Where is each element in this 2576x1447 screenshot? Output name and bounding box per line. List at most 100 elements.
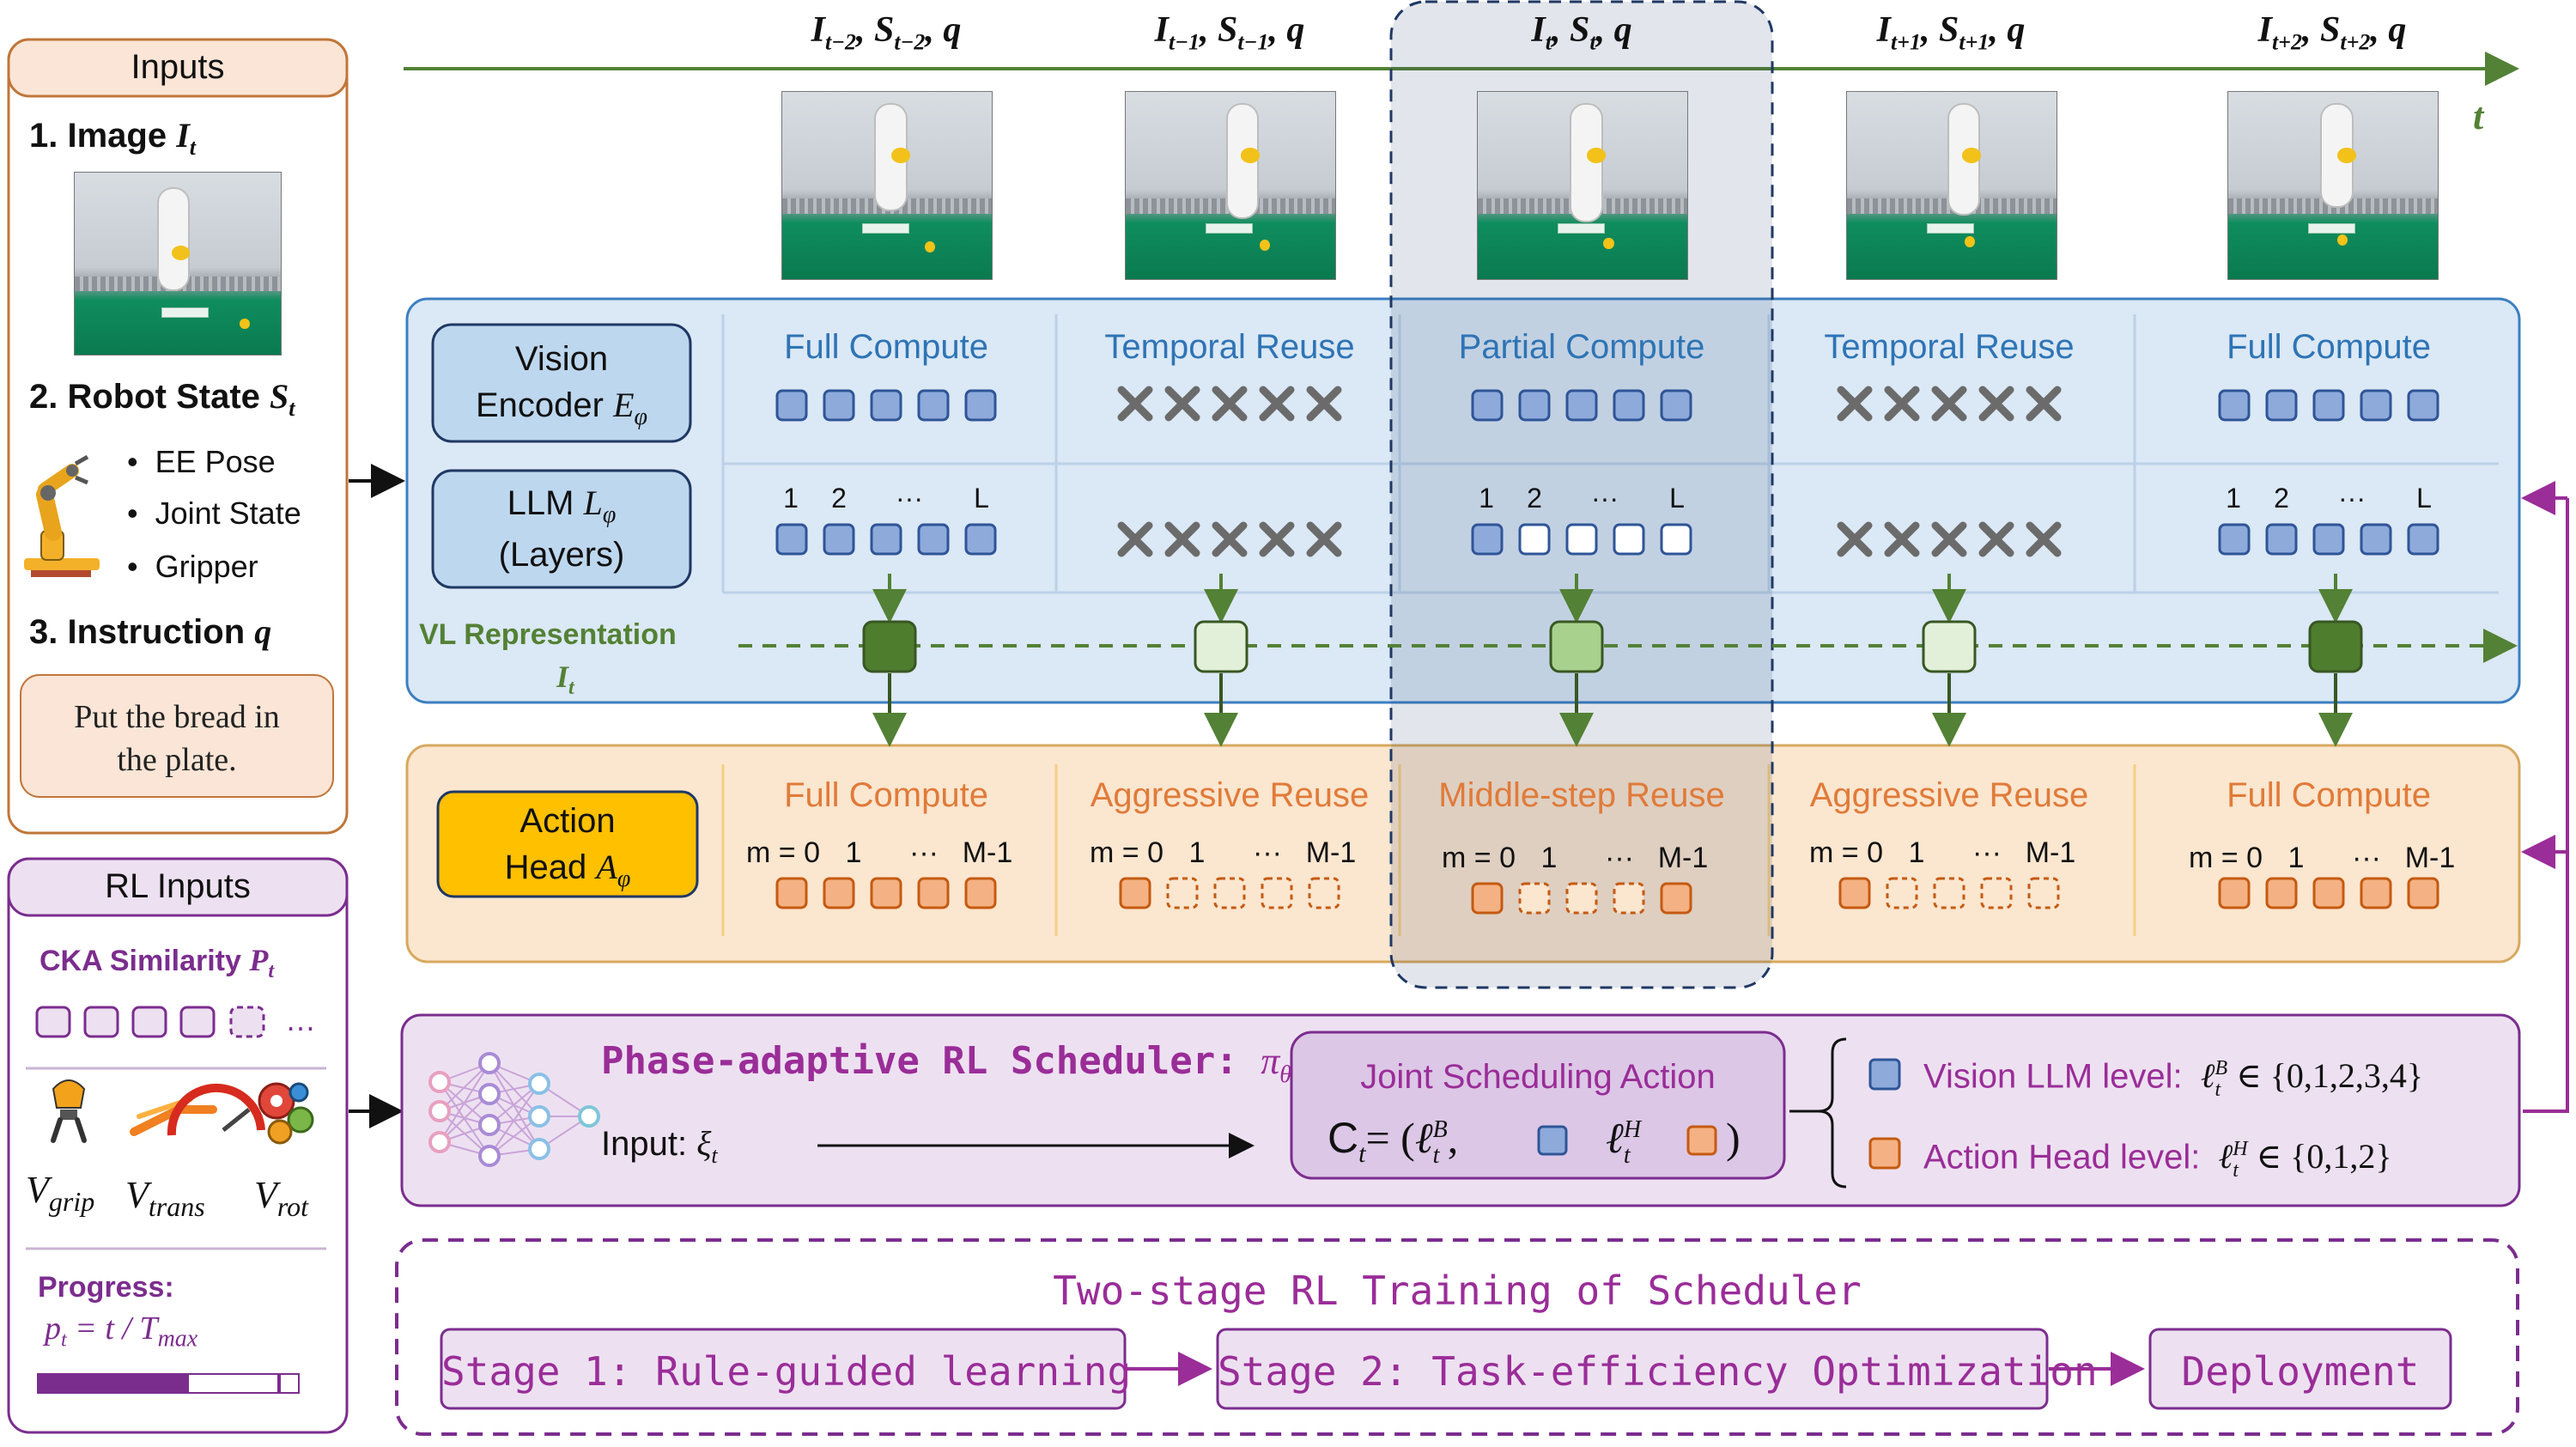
rl-inputs-title: RL Inputs — [105, 867, 251, 905]
frame-heading-3: It+1, St+1, q — [1876, 10, 2026, 55]
frame-thumbnail-3 — [1846, 91, 2057, 280]
v-rot-label: Vrot — [254, 1176, 308, 1220]
instruction-line-1: Put the bread in — [74, 699, 280, 735]
llm-layer-token — [2407, 523, 2439, 556]
frame-s: S — [1570, 10, 1590, 50]
progress-formula-p: p — [45, 1310, 61, 1347]
vl-symbol-sub: t — [568, 677, 574, 700]
layer-tick-4-3: L — [2416, 483, 2432, 514]
vision-token — [1565, 389, 1598, 422]
image-label: 1. Image It — [29, 119, 196, 159]
vision-token — [823, 389, 855, 422]
layer-tick-2-1: 2 — [1527, 483, 1542, 514]
llm-skip-mark — [2026, 521, 2062, 557]
vision-skip-mark — [1978, 386, 2014, 422]
action-step-token — [964, 877, 997, 909]
frame-i-sub: t — [1545, 29, 1552, 55]
c-vision-swatch — [1537, 1125, 1568, 1156]
neural-network-icon — [428, 1052, 600, 1167]
step-tick-0-3: M-1 — [962, 836, 1013, 869]
frame-i: I — [811, 10, 826, 50]
llm-skip-mark — [1837, 521, 1873, 557]
step-tick-0-0: m = 0 — [746, 836, 820, 869]
action-head-label: Action — [519, 802, 616, 840]
stage-1-box — [440, 1328, 1127, 1410]
llm-layers-label: (Layers) — [498, 536, 625, 574]
gripper-icon — [51, 1079, 87, 1143]
ell-b-sub: t — [1432, 1141, 1440, 1169]
progress-formula: pt = t / Tmax — [45, 1312, 197, 1352]
vision-encoder-text: Encoder — [475, 386, 604, 424]
vision-encoder-label: Vision — [514, 340, 609, 378]
robot-state-text: 2. Robot State — [29, 378, 260, 416]
legend-vision-swatch — [1868, 1058, 1901, 1091]
vision-encoder-label-2: Encoder Eφ — [433, 388, 690, 429]
step-tick-2-0: m = 0 — [1442, 842, 1516, 874]
llm-skipped-layer — [1565, 523, 1598, 556]
step-tick-1-2: ··· — [1253, 836, 1282, 869]
action-step-token — [1838, 877, 1871, 909]
action-step-reused — [1613, 882, 1645, 915]
cka-symbol: P — [249, 943, 269, 977]
vision-token — [1471, 389, 1504, 422]
step-tick-3-2: ··· — [1972, 836, 2002, 869]
llm-skipped-layer — [1660, 523, 1692, 556]
state-item-gripper: • Gripper — [127, 549, 258, 584]
vl-representation-node — [1194, 620, 1249, 673]
legend-action-swatch — [1868, 1137, 1901, 1170]
joint-action-close-paren: ) — [1726, 1114, 1741, 1162]
deployment-box — [2148, 1328, 2452, 1410]
state-item-joint-state-text: Joint State — [155, 496, 301, 531]
frame-s-sub: t−1 — [1237, 29, 1269, 55]
image-label-text: 1. Image — [29, 117, 167, 155]
llm-layer-token — [964, 523, 997, 556]
action-step-reused — [1308, 877, 1340, 909]
frame-heading-1: It−1, St−1, q — [1154, 10, 1305, 55]
step-tick-1-3: M-1 — [1305, 836, 1357, 869]
progress-label: Progress: — [38, 1271, 174, 1304]
llm-label: LLM Lφ — [433, 486, 690, 527]
frame-i-sub: t−1 — [1169, 29, 1200, 55]
action-step-reused — [1565, 882, 1598, 915]
action-level-label: Action Head level: — [1923, 1138, 2201, 1176]
scheduler-title: Phase-adaptive RL Scheduler: πθ — [601, 1043, 1291, 1087]
frame-s: S — [1939, 10, 1959, 50]
vl-representation-label: VL Representation — [419, 618, 677, 651]
frame-thumbnail-2 — [1477, 91, 1688, 280]
step-tick-2-3: M-1 — [1657, 842, 1709, 874]
llm-layer-token — [1471, 523, 1504, 556]
action-step-reused — [2027, 877, 2060, 909]
level-brace — [1789, 1037, 1847, 1189]
step-tick-0-2: ··· — [909, 836, 939, 869]
llm-skip-mark — [1931, 521, 1967, 557]
scheduler-input-label: Input: ξt — [601, 1127, 718, 1167]
instruction-box — [20, 674, 334, 798]
layer-tick-0-2: ··· — [896, 483, 923, 514]
step-tick-4-1: 1 — [2287, 842, 2305, 874]
layer-tick-2-2: ··· — [1591, 483, 1619, 514]
robot-state-label: 2. Robot State St — [29, 380, 295, 420]
action-column-title-3: Aggressive Reuse — [1809, 776, 2089, 814]
state-item-gripper-text: Gripper — [155, 549, 258, 584]
action-step-reused — [1886, 877, 1918, 909]
cka-square — [83, 1006, 119, 1038]
vision-token — [1660, 389, 1692, 422]
llm-symbol: L — [583, 483, 603, 522]
vision-skip-mark — [1884, 386, 1920, 422]
vision-skip-mark — [1259, 386, 1295, 422]
step-tick-4-3: M-1 — [2404, 842, 2456, 874]
action-head-symbol: A — [596, 848, 617, 886]
ell-h-sup: H — [1623, 1116, 1642, 1144]
vl-representation-node — [1922, 620, 1977, 673]
frame-s-sub: t+2 — [2340, 29, 2371, 55]
action-step-token — [2218, 877, 2251, 909]
stage-2-label: Stage 2: Task-efficiency Optimization — [1218, 1348, 2098, 1395]
ell-b-sup: B — [1432, 1116, 1448, 1144]
llm-skipped-layer — [1518, 523, 1551, 556]
action-step-reused — [1166, 877, 1199, 909]
